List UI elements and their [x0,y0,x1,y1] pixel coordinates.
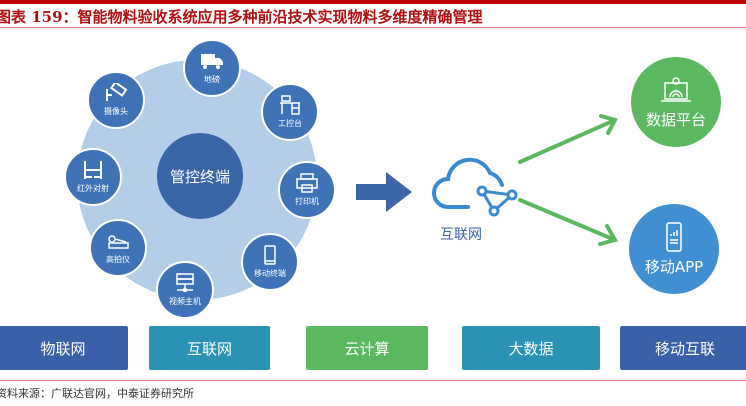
source-note: 资料来源：广联达官网，中泰证券研究所 [0,387,194,400]
device-truck-scale: 地磅 [183,39,241,97]
tech-bar-mobile-internet: 移动互联 [620,326,746,370]
device-video-host: 视频主机 [156,261,214,319]
device-label: 地磅 [204,75,220,84]
device-label: 红外对射 [77,184,109,193]
flow-arrow-icon [356,172,412,212]
cloud-network-icon [432,157,518,217]
tech-bar-cloud: 云计算 [306,326,428,370]
device-label: 工控台 [278,119,302,128]
output-data-platform: 数据平台 [631,57,721,147]
top-rule [0,0,746,4]
device-printer: 打印机 [278,161,336,219]
workstation-icon [280,95,300,115]
device-label: 摄像头 [104,107,128,116]
device-label: 视频主机 [169,297,201,306]
mobile-icon [264,245,276,265]
figure-title: 图表 159：智能物料验收系统应用多种前沿技术实现物料多维度精确管理 [0,8,483,26]
device-label: 高拍仪 [106,255,130,264]
tech-bar-bigdata: 大数据 [462,326,600,370]
printer-icon [296,173,318,193]
device-label: 移动终端 [254,269,286,278]
internet-label: 互联网 [440,227,482,243]
output-mobile-app: 移动APP [629,204,719,294]
tech-bar-internet: 互联网 [149,326,270,370]
truck-icon [201,54,223,69]
control-terminal: 管控终端 [157,133,243,219]
laptop-location-icon [661,76,691,102]
device-mobile-terminal: 移动终端 [241,233,299,291]
device-label: 打印机 [295,197,319,206]
camera-icon [106,83,128,101]
output-label: 数据平台 [645,110,706,129]
smartphone-chart-icon [666,221,682,252]
scanner-icon [108,235,129,249]
device-document-camera: 高拍仪 [89,219,147,277]
device-camera: 摄像头 [87,71,145,129]
title-rule [0,27,746,28]
source-rule [0,380,746,381]
output-label: 移动APP [644,257,704,276]
output-arrows [518,114,619,246]
tech-bar-iot: 物联网 [0,326,128,370]
server-icon [176,273,194,293]
infrared-icon [84,161,102,179]
device-workstation: 工控台 [261,83,319,141]
device-infrared: 红外对射 [64,148,122,206]
